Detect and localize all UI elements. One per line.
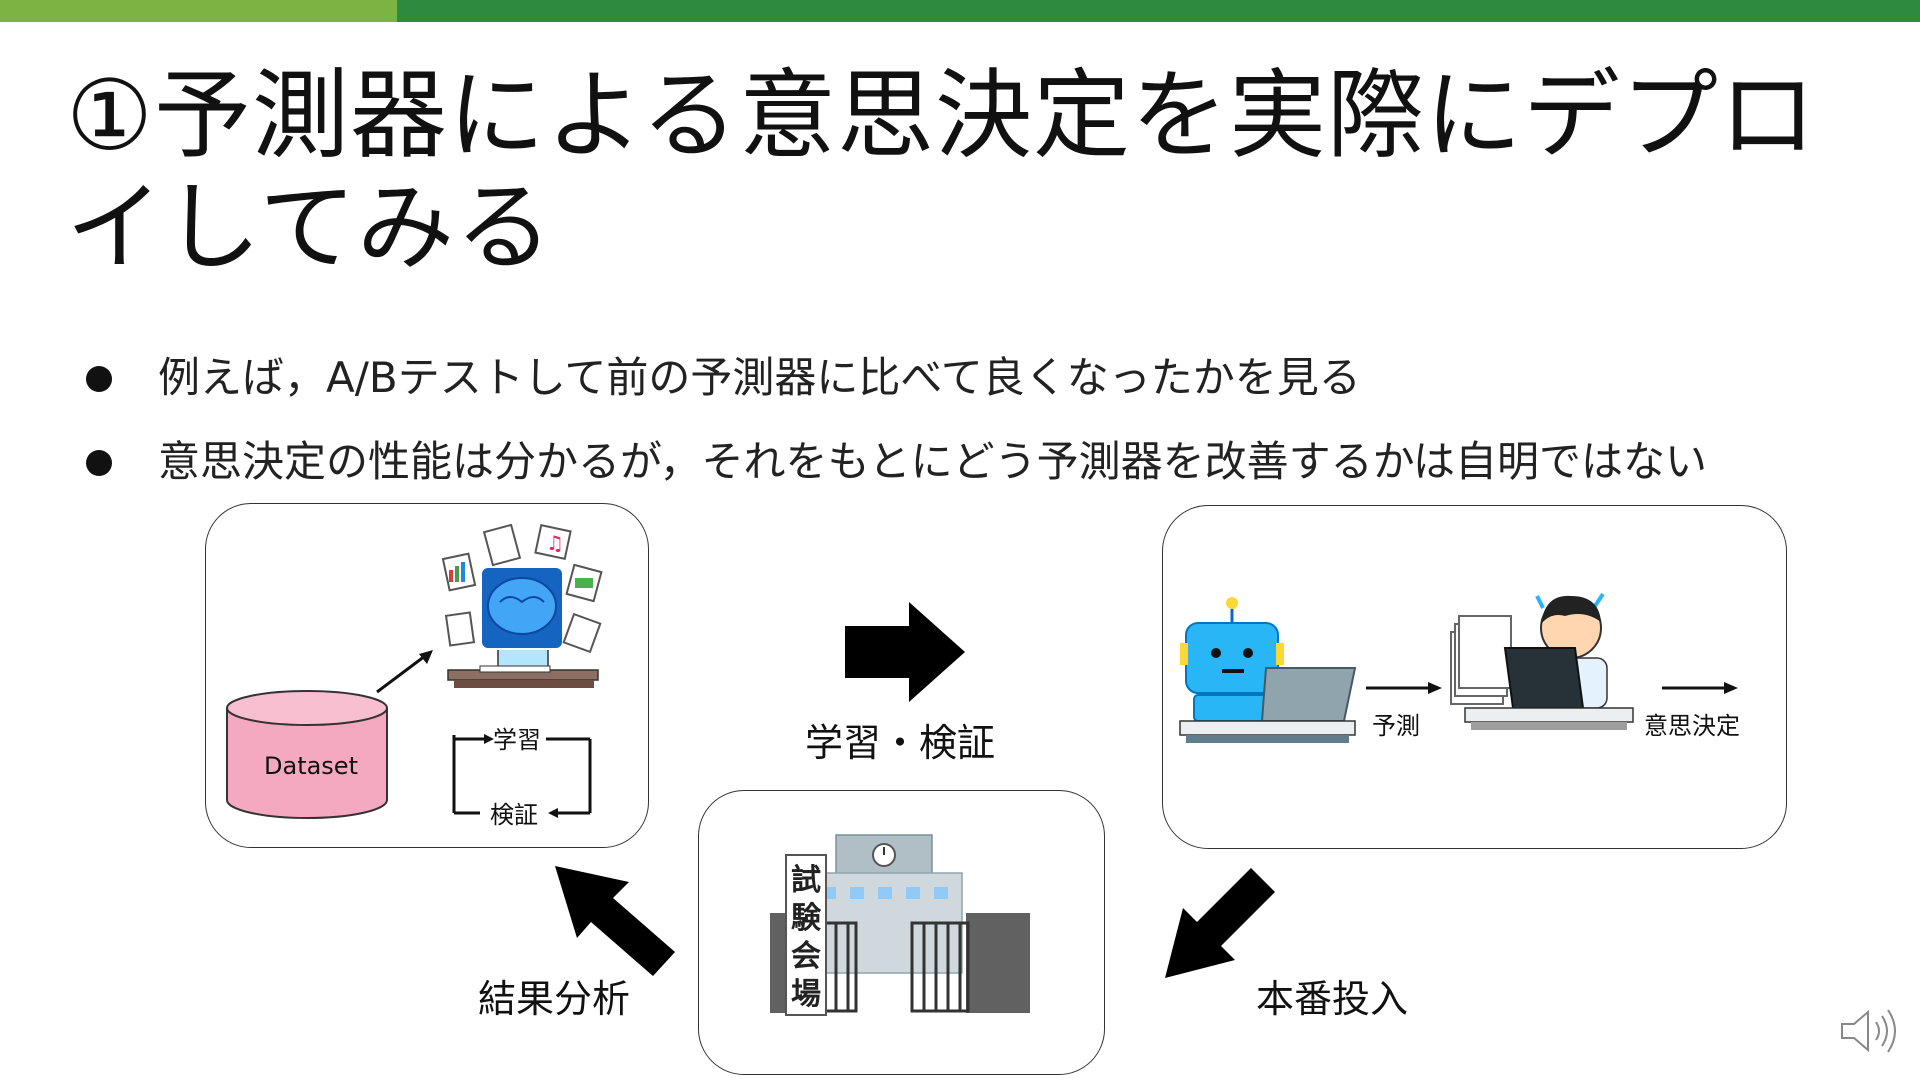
slide-title: ①予測器による意思決定を実際にデプロイしてみる	[66, 59, 1818, 284]
bullet-list: 例えば，A/Bテストして前の予測器に比べて良くなったかを見る 意思決定の性能は分…	[86, 352, 1707, 520]
arrow-right-icon	[845, 602, 965, 702]
train-validate-loop	[452, 734, 592, 818]
dataset-cylinder	[226, 690, 388, 819]
top-accent-bar-dark	[397, 0, 1920, 22]
top-accent-bar-light	[0, 0, 397, 22]
robot-icon	[1179, 597, 1357, 743]
school-building-icon	[770, 834, 1030, 1016]
validate-label: 検証	[490, 801, 538, 829]
bullet-dot	[86, 366, 112, 392]
predict-label: 予測	[1372, 712, 1420, 740]
bullet-text: 例えば，A/Bテストして前の予測器に比べて良くなったかを見る	[158, 353, 1361, 402]
train-label: 学習	[493, 726, 541, 754]
bullet-item: 例えば，A/Bテストして前の予測器に比べて良くなったかを見る	[86, 352, 1707, 404]
arrow-down-left-icon	[1165, 868, 1275, 978]
worker-icon	[1450, 592, 1634, 730]
arrow-decision	[1662, 682, 1738, 694]
speaker-icon[interactable]	[1840, 1008, 1902, 1054]
decision-label: 意思決定	[1644, 712, 1740, 740]
svg-text:♫: ♫	[546, 531, 564, 555]
step-deploy: 本番投入	[1256, 977, 1409, 1021]
ai-brain-icon: ♫	[441, 523, 603, 688]
step-analysis: 結果分析	[478, 977, 631, 1021]
exam-sign: 試験会場	[791, 863, 821, 1012]
bullet-item: 意思決定の性能は分かるが，それをもとにどう予測器を改善するかは自明ではない	[86, 436, 1707, 488]
bullet-dot	[86, 450, 112, 476]
arrow-predict	[1366, 682, 1442, 694]
step-train-validate: 学習・検証	[805, 721, 996, 765]
arrow-up-left-icon	[555, 866, 675, 976]
bullet-text: 意思決定の性能は分かるが，それをもとにどう予測器を改善するかは自明ではない	[158, 437, 1707, 486]
arrow-to-learner	[376, 650, 433, 694]
dataset-label: Dataset	[264, 752, 358, 780]
